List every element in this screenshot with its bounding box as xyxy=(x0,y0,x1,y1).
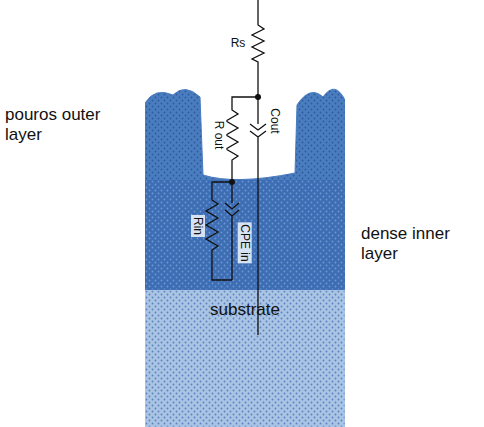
component-label: CPE in xyxy=(238,222,252,263)
layer-shape xyxy=(145,75,345,180)
junction-dot xyxy=(255,94,261,100)
layer-outline xyxy=(145,290,345,427)
resistor-symbol xyxy=(226,97,258,182)
component-label: Rs xyxy=(229,36,248,50)
layer-region: substrate xyxy=(145,290,345,427)
component-label: Rin xyxy=(191,215,205,237)
layer-outline xyxy=(145,180,345,290)
component-label: Cout xyxy=(268,106,282,135)
component-label: R out xyxy=(212,119,226,152)
resistor-symbol xyxy=(252,0,264,97)
junction-dot xyxy=(229,179,235,185)
layer-region: pouros outer layer xyxy=(145,75,345,180)
layer-label: pouros outer layer xyxy=(5,105,137,146)
layer-label: substrate xyxy=(145,300,345,320)
layer-outline xyxy=(145,89,345,180)
layer-label: dense inner layer xyxy=(361,224,483,265)
